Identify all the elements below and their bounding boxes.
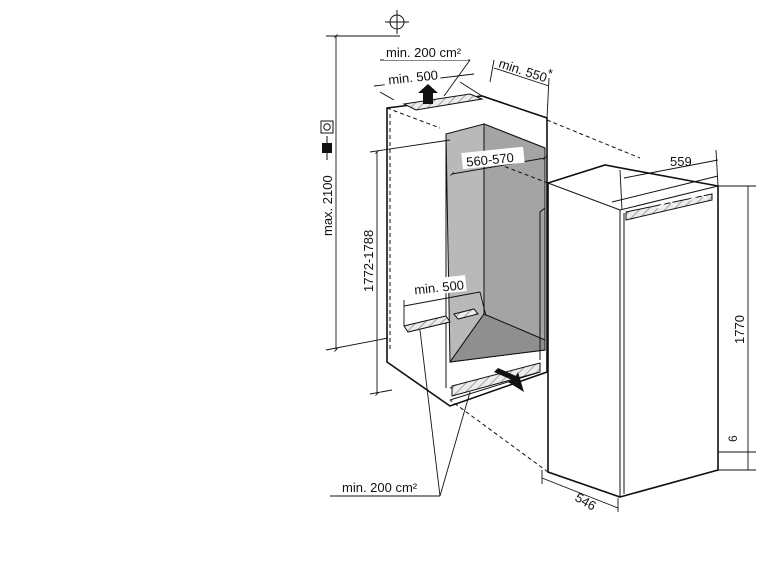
leader-top-area (443, 59, 471, 97)
plinth-vent (451, 362, 541, 397)
dim-appliance-depth (541, 470, 619, 512)
dim-niche-width (451, 157, 546, 175)
niche-cabinet (386, 93, 548, 407)
label-plinth-offset: 6 (726, 435, 740, 442)
label-appliance-depth: 546 (573, 490, 599, 514)
leader-bottom-area (330, 329, 471, 497)
label-max-height: max. 2100 (320, 175, 335, 236)
label-niche-depth: min. 550 (497, 56, 549, 86)
dim-max-height (325, 35, 400, 351)
appliance (547, 164, 719, 498)
label-appliance-height: 1770 (732, 315, 747, 344)
earth-ground-icon (385, 10, 409, 34)
label-niche-height: 1772-1788 (361, 230, 376, 292)
dim-appliance-width (619, 149, 719, 211)
power-plug-icon (322, 136, 332, 160)
projection-line-bottom (449, 399, 549, 473)
dim-bottom-vent-width (403, 291, 487, 326)
label-bottom-vent-area: min. 200 cm² (342, 480, 418, 495)
label-bottom-vent-width: min. 500 (414, 277, 465, 297)
airflow-in-arrow (494, 368, 524, 392)
label-niche-width: 560-570 (466, 150, 515, 170)
dim-niche-depth (489, 59, 641, 159)
label-top-vent-area: min. 200 cm² (386, 45, 462, 60)
bottom-vent-slot (403, 315, 451, 333)
power-socket-icon (320, 120, 334, 134)
dim-niche-height (369, 139, 451, 395)
label-appliance-width: 559 (670, 154, 692, 169)
dim-appliance-height (718, 185, 756, 471)
top-vent-slot (402, 93, 484, 111)
label-top-vent-width: min. 500 (388, 67, 439, 87)
label-asterisk: * (548, 66, 553, 81)
airflow-up-arrow (418, 84, 438, 104)
